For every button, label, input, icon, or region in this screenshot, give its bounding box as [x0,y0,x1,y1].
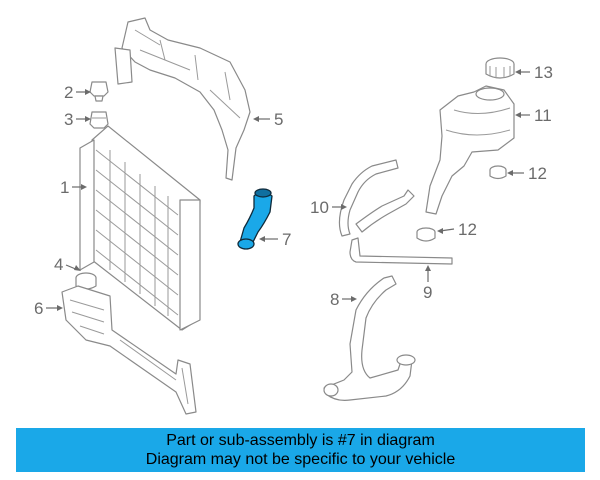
callout-12-lower: 12 [458,220,477,239]
mount-12-upper-part [489,165,507,180]
callout-12-upper: 12 [528,164,547,183]
mount-12-lower-part [416,227,436,242]
callout-9: 9 [423,283,432,302]
callout-1: 1 [60,178,69,197]
bushing-2-part [89,81,109,102]
callout-2: 2 [64,83,73,102]
banner-line-part-number: Part or sub-assembly is #7 in diagram [166,432,435,449]
callout-11: 11 [534,106,552,125]
callout-7: 7 [282,230,291,249]
parts-diagram: 2 3 1 4 6 5 7 10 8 9 12 12 11 13 [34,17,553,415]
radiator-part [79,125,201,331]
pipe-9-part [349,237,453,265]
callout-13: 13 [534,63,553,82]
callout-3: 3 [64,110,73,129]
callout-8: 8 [330,290,339,309]
callout-4: 4 [54,255,63,274]
cap-13-part [485,57,515,79]
banner-line-disclaimer: Diagram may not be specific to your vehi… [145,451,456,468]
expansion-tank-part [425,85,515,215]
callout-10: 10 [310,198,329,217]
callout-leaders [46,69,530,311]
hose-10-part [338,159,415,237]
mount-3-part [89,111,109,129]
info-banner: Part or sub-assembly is #7 in diagram Di… [16,428,585,472]
lower-deflector-part [61,285,197,415]
callout-5: 5 [274,110,283,129]
upper-support-bracket-part [114,17,251,181]
callout-6: 6 [34,299,43,318]
upper-radiator-hose-part-7 [237,188,273,250]
lower-hose-8-part [323,275,416,401]
